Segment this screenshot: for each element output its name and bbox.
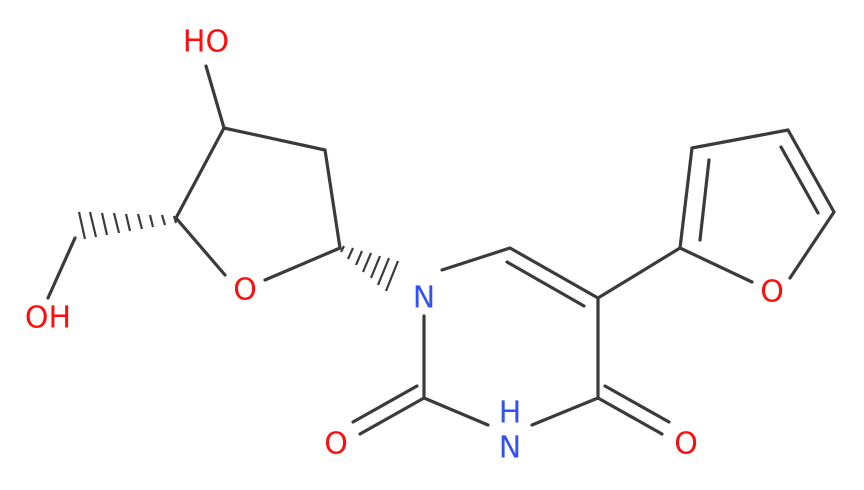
label-c4-oxygen: O: [674, 427, 698, 462]
atom-labels: HO OH O N O H N O O: [25, 25, 784, 466]
bond-c3-c2: [222, 126, 327, 152]
label-furan-oxygen: O: [760, 275, 784, 310]
bond-f4-f5: [786, 128, 836, 214]
bond-c5-furan: [596, 246, 682, 300]
bond-f2-o: [678, 246, 754, 284]
bond-n1-c6: [440, 246, 512, 272]
hash-wedge-c1-n1: [340, 245, 400, 292]
bond-c3-oh: [204, 64, 226, 130]
bond-c4-o-second: [603, 384, 671, 424]
hash-wedge-c4-ch2: [77, 211, 178, 240]
label-n3: N: [499, 431, 521, 466]
label-hydroxyl-left: OH: [25, 301, 71, 336]
label-n1: N: [413, 281, 435, 316]
bond-f2-f3: [678, 146, 694, 250]
bond-c6-c5-inner: [505, 260, 586, 308]
bonds: [46, 64, 836, 436]
label-ring-oxygen: O: [233, 273, 257, 308]
label-hydroxyl-top: HO: [183, 25, 229, 60]
bond-f3-f4: [690, 128, 790, 150]
bond-c2-o-second: [351, 384, 419, 424]
bond-c6-c5: [508, 246, 600, 300]
bond-f2-f3-inner: [698, 158, 711, 242]
bond-c4-o: [174, 216, 227, 277]
bond-n3-c2: [422, 396, 490, 427]
bond-c4-o: [596, 396, 664, 436]
bond-c3-c4: [174, 126, 226, 220]
bond-ch2-oh: [46, 236, 77, 300]
bond-c1-o: [263, 246, 342, 282]
bond-c2-c1: [323, 148, 342, 250]
label-nh-hydrogen: H: [499, 396, 522, 431]
bond-c4-n3: [530, 396, 600, 427]
bond-c2-o: [358, 396, 426, 436]
label-c2-oxygen: O: [324, 427, 348, 462]
bond-f5-o: [788, 210, 836, 280]
bond-f4-f5-inner: [779, 145, 820, 215]
